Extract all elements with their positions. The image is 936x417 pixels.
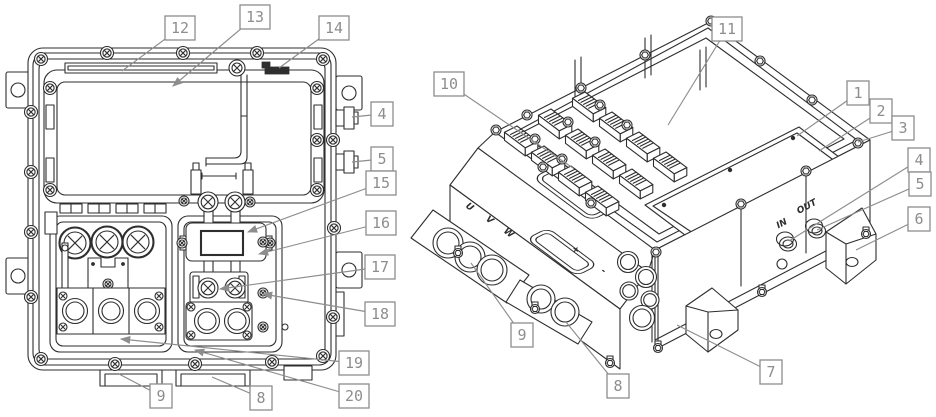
callout-7: 7 [759, 359, 783, 385]
mounting-tabs-left [5, 71, 31, 295]
cover-lid [43, 69, 325, 204]
bottom-connector-flanges [99, 365, 313, 387]
signal-gland-cluster [616, 250, 660, 332]
callout-6: 6 [907, 206, 931, 232]
callout-17: 17 [364, 254, 396, 280]
callout-15: 15 [365, 170, 397, 196]
cable-gland-block-left [56, 287, 166, 335]
gasket-strip [64, 62, 218, 74]
callout-12: 12 [164, 15, 196, 41]
connector-slots [59, 203, 167, 214]
phase-terminal-compartment [44, 203, 173, 353]
callout-2: 2 [869, 98, 893, 124]
svg-text:6: 6 [914, 210, 923, 228]
svg-text:4: 4 [914, 151, 923, 169]
callout-18: 18 [364, 301, 396, 327]
svg-text:5: 5 [915, 175, 924, 193]
sensor-tab-component [261, 61, 290, 75]
callout-14: 14 [318, 15, 350, 41]
svg-text:8: 8 [256, 389, 265, 407]
svg-text:4: 4 [377, 105, 386, 123]
callout-13: 13 [239, 4, 271, 30]
svg-text:12: 12 [171, 19, 189, 37]
svg-text:15: 15 [372, 174, 390, 192]
callout-1: 1 [846, 80, 870, 106]
svg-text:10: 10 [440, 75, 458, 93]
callout-4-left: 4 [370, 101, 394, 127]
svg-text:9: 9 [517, 326, 526, 344]
svg-text:5: 5 [377, 150, 386, 168]
busbar-terminal-block [189, 271, 249, 305]
svg-text:17: 17 [371, 258, 389, 276]
callout-5-right: 5 [908, 171, 932, 197]
callout-16: 16 [365, 210, 397, 236]
callout-9-left: 9 [149, 383, 173, 409]
svg-text:3: 3 [898, 119, 907, 137]
callout-20: 20 [338, 383, 370, 409]
svg-text:16: 16 [372, 214, 390, 232]
svg-text:11: 11 [718, 20, 736, 38]
dc-terminal-compartment [176, 191, 283, 353]
svg-text:9: 9 [156, 387, 165, 405]
callout-19: 19 [338, 350, 370, 376]
svg-text:19: 19 [345, 354, 363, 372]
breather-screw [228, 59, 246, 77]
cable-gland-block-right [185, 301, 253, 341]
callout-8-right: 8 [606, 373, 630, 399]
svg-text:1: 1 [853, 84, 862, 102]
callout-10: 10 [433, 71, 465, 97]
svg-text:13: 13 [246, 8, 264, 26]
callout-3: 3 [891, 115, 915, 141]
svg-text:18: 18 [371, 305, 389, 323]
svg-text:7: 7 [766, 363, 775, 381]
callout-11: 11 [711, 16, 743, 42]
svg-text:8: 8 [613, 377, 622, 395]
callout-5-left: 5 [370, 146, 394, 172]
callouts: 12 13 14 4 5 15 16 17 18 19 20 9 8 10 11… [149, 4, 932, 411]
callout-9-right: 9 [510, 322, 534, 348]
left-view-plan [5, 45, 363, 387]
coolant-fittings: IN OUT [775, 197, 827, 252]
label-in: IN [775, 217, 790, 231]
right-view-isometric: IN OUT U V W + - [410, 15, 877, 370]
svg-text:2: 2 [876, 102, 885, 120]
callout-8-left: 8 [249, 385, 273, 411]
callout-4-right: 4 [907, 147, 931, 173]
label-minus: - [599, 266, 608, 276]
svg-text:14: 14 [325, 19, 343, 37]
svg-text:20: 20 [345, 387, 363, 405]
busbar-channel [190, 74, 254, 195]
